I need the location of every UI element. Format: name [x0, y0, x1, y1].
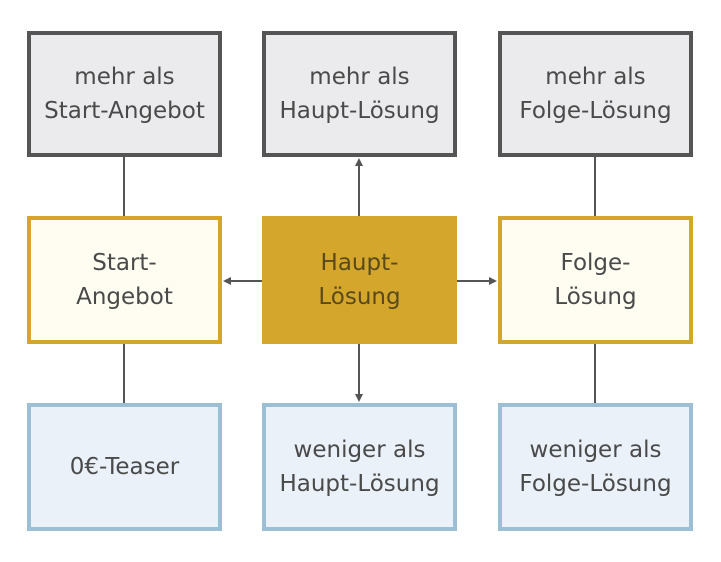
- box-label: weniger als Haupt-Lösung: [279, 437, 440, 497]
- box-folge-loesung: Folge- Lösung: [498, 216, 693, 344]
- box-start-angebot: Start- Angebot: [27, 216, 222, 344]
- box-mehr-als-haupt-loesung: mehr als Haupt-Lösung: [262, 31, 457, 157]
- box-label: weniger als Folge-Lösung: [519, 437, 672, 497]
- box-label: mehr als Folge-Lösung: [519, 64, 672, 124]
- box-label: 0€-Teaser: [69, 454, 180, 480]
- box-0-euro-teaser: 0€-Teaser: [27, 403, 222, 531]
- box-mehr-als-start-angebot: mehr als Start-Angebot: [27, 31, 222, 157]
- box-label: mehr als Haupt-Lösung: [279, 64, 440, 124]
- box-weniger-als-folge-loesung: weniger als Folge-Lösung: [498, 403, 693, 531]
- box-mehr-als-folge-loesung: mehr als Folge-Lösung: [498, 31, 693, 157]
- box-weniger-als-haupt-loesung: weniger als Haupt-Lösung: [262, 403, 457, 531]
- box-label: Folge- Lösung: [554, 250, 637, 310]
- box-label: Start- Angebot: [76, 250, 173, 310]
- box-haupt-loesung: Haupt- Lösung: [262, 216, 457, 344]
- box-label: Haupt- Lösung: [318, 250, 401, 310]
- box-label: mehr als Start-Angebot: [44, 64, 205, 124]
